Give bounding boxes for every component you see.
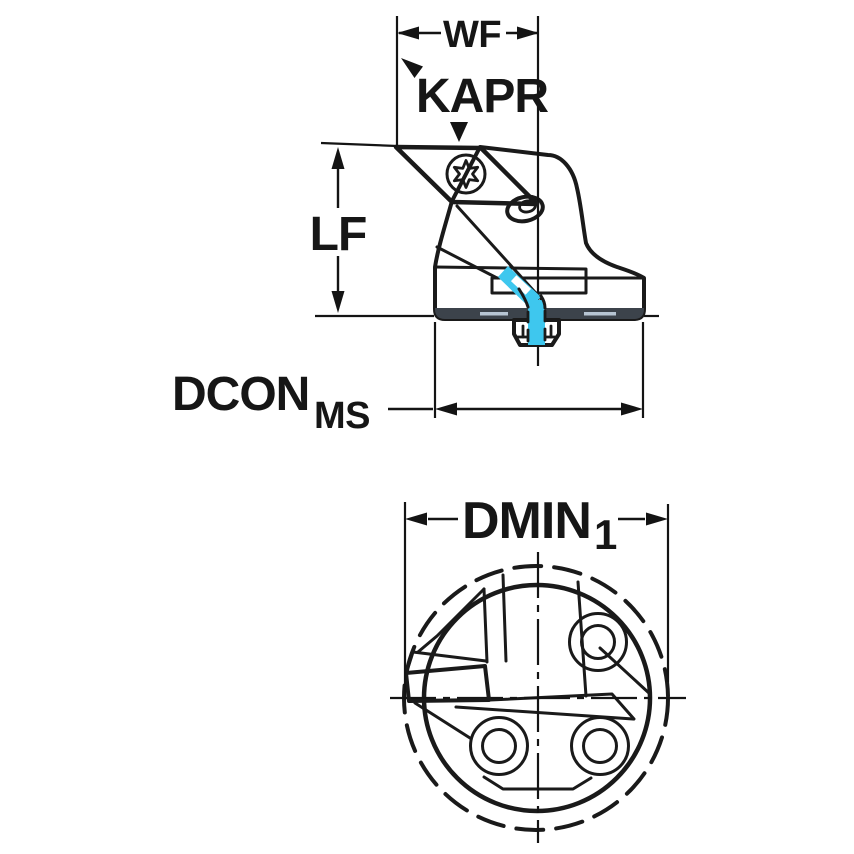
kapr-dimension: KAPR [401,58,549,142]
kapr-label: KAPR [416,70,548,123]
lf-arrow-up [331,147,345,169]
dmin-label: DMIN [462,492,591,550]
dcon-dimension: DCON MS [172,322,645,437]
screw-hole [568,612,628,672]
wf-dimension: WF [320,14,539,148]
pocket-line [501,573,508,663]
dmin-dimension: DMIN 1 [403,492,670,700]
seat-left-edge [404,650,415,676]
pocket-line [416,587,486,654]
end-view: DMIN 1 [390,492,686,843]
coolant-edge-hook [517,287,530,309]
dmin-arrow-left [405,512,427,526]
kapr-pointer-arrow [450,122,468,142]
lf-arrow-down [331,291,345,313]
dmin-subscript: 1 [594,511,617,558]
insert-side [393,144,540,207]
coolant-channel-vertical [528,300,545,345]
seat-top-edge [411,650,488,663]
coolant-edge-hook [539,294,547,310]
mount-band-highlight [480,312,508,316]
screw-hole [469,716,529,776]
top-extension-line [320,141,398,148]
screw-hole-inner [582,728,618,764]
insert-end [404,664,491,703]
wf-arrow-left [397,26,419,40]
coolant-break-gap [510,275,532,295]
lf-dimension: LF [310,147,659,318]
dcon-subscript: MS [314,395,370,437]
kapr-angle-arrow [401,58,423,78]
screw-hole-inner [481,728,517,764]
lf-label: LF [310,208,367,261]
clamp-edge-upper [455,204,545,303]
dcon-arrow-left [435,402,457,416]
torx-screw-icon [445,153,487,195]
dmin-arrow-right [646,512,668,526]
side-view: WF KAPR LF DCON MS [172,14,659,437]
screw-hole [570,716,630,776]
mount-band-highlight [584,312,616,316]
flange-top-edge [433,265,645,280]
dcon-arrow-right [621,402,643,416]
clamp-edge-lower [435,245,499,280]
screw-hole-inner [580,624,616,660]
wf-arrow-right [517,26,539,40]
pocket-line [482,587,489,664]
dcon-label: DCON [172,368,309,421]
below-insert-edge [413,701,472,740]
drive-boss [512,318,561,347]
wf-label: WF [443,14,501,56]
